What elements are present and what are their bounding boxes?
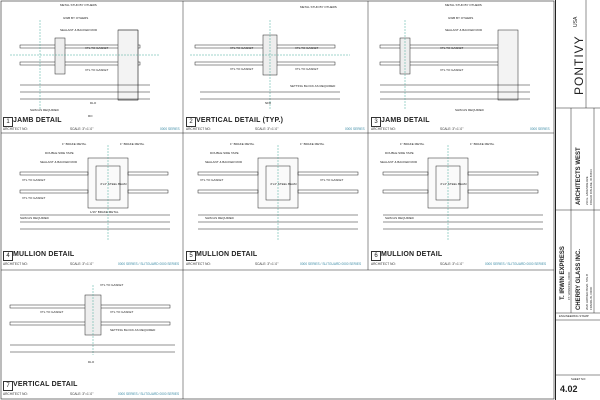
note-brake2-4: 1/16" BRAKE METAL (90, 210, 119, 214)
project-name: T. IRWIN EXPRESS (560, 246, 566, 300)
note-beam-5: 4"x4" STEEL BEAM (270, 182, 297, 186)
note-gwb-1: GWB BY OTHERS (63, 16, 89, 20)
detail-scale-3: SCALE: 3"=1'-0" (440, 127, 464, 131)
note-shim-6: SHIM AS REQUIRED (385, 216, 414, 220)
note-beam-4: 4"x4" STEEL BEAM (100, 182, 127, 186)
detail-number-3: 3 (371, 117, 381, 127)
brand-logo: PONTIVY (572, 35, 586, 95)
note-vtl-2a: VTL TO GASKET (230, 46, 254, 50)
detail-arch-4: ARCHITECT NO: (3, 262, 28, 266)
detail-scale-4: SCALE: 3"=1'-0" (70, 262, 94, 266)
detail-scale-5: SCALE: 3"=1'-0" (255, 262, 279, 266)
note-brake-4b: 1" BRAKE METAL (120, 142, 145, 146)
note-brake-6a: 1" BRAKE METAL (400, 142, 425, 146)
engineering-stamp-label: ENGINEERING STAMP (559, 314, 589, 318)
detail-title-2: VERTICAL DETAIL (TYP.) (196, 117, 284, 124)
note-brake-4a: 1" BRAKE METAL (62, 142, 87, 146)
detail-series-5: 0000 SERIES / SLITGUARD 0000 SERIES (300, 262, 362, 266)
detail-scale-6: SCALE: 3"=1'-0" (440, 262, 464, 266)
note-dlo-1: DLO (90, 101, 97, 105)
note-metal-stud-3: METAL STUD BY OTHERS (445, 3, 482, 7)
note-metal-stud-2: METAL STUD BY OTHERS (300, 5, 337, 9)
note-nfd-2: NFD (265, 101, 272, 105)
note-vtl-7c: VTL TO GASKET (110, 310, 134, 314)
note-vtl-7b: VTL TO GASKET (40, 310, 64, 314)
client-city: FRANKLIN, 00000 (589, 286, 593, 310)
detail-scale-2: SCALE: 3"=1'-0" (255, 127, 279, 131)
sheet-label: SHEET NO: (571, 377, 587, 381)
firm-name: ARCHITECTS WEST (576, 147, 582, 205)
detail-arch-2: ARCHITECT NO: (186, 127, 211, 131)
note-dst-6: DOUBLE SIDE TAPE (385, 151, 414, 155)
note-vtl-2c: VTL TO GASKET (230, 67, 254, 71)
detail-series-1: 0000 SERIES (160, 127, 180, 131)
note-beam-6: 4"x4" STEEL BEAM (440, 182, 467, 186)
note-vtl-3a: VTL TO GASKET (440, 46, 464, 50)
project-city: FT. WINNIPEG, 00000 (567, 271, 571, 300)
detail-title-3: JAMB DETAIL (381, 117, 430, 124)
note-dlo-7: DLO (88, 360, 95, 364)
detail-series-2: 0000 SERIES (345, 127, 365, 131)
detail-arch-3: ARCHITECT NO: (371, 127, 396, 131)
note-dst-5: DOUBLE SIDE TAPE (210, 151, 239, 155)
detail-number-4: 4 (3, 251, 13, 261)
detail-arch-6: ARCHITECT NO: (371, 262, 396, 266)
sheet-number: 4.02 (560, 384, 578, 394)
detail-number-7: 7 (3, 381, 13, 391)
note-sealant-1: SEALANT & BACKER ROD (60, 28, 98, 32)
detail-number-1: 1 (3, 117, 13, 127)
detail-scale-7: SCALE: 3"=1'-0" (70, 392, 94, 396)
brand-sub: USA (573, 16, 579, 27)
note-vtl-2d: VTL TO GASKET (295, 67, 319, 71)
client-name: CHERRY GLASS INC. (576, 248, 582, 310)
detail-number-6: 6 (371, 251, 381, 261)
detail-arch-1: ARCHITECT NO: (3, 127, 28, 131)
firm-city: COEUR D'ALENE, ID 83814 (589, 169, 593, 205)
note-vtl-4a: VTL TO GASKET (22, 178, 46, 182)
detail-arch-7: ARCHITECT NO: (3, 392, 28, 396)
detail-title-4: MULLION DETAIL (13, 251, 75, 258)
note-vtl-1a: VTL TO GASKET (85, 46, 109, 50)
note-shim-4: SHIM AS REQUIRED (20, 216, 49, 220)
note-vtl-3b: VTL TO GASKET (440, 68, 464, 72)
note-sealant-4: SEALANT & BACKER ROD (40, 160, 78, 164)
detail-title-7: VERTICAL DETAIL (13, 381, 78, 388)
note-gwb-3: GWB BY OTHERS (448, 16, 474, 20)
detail-number-2: 2 (186, 117, 196, 127)
note-setting-block-7: SETTING BLOCK AS REQUIRED (110, 328, 156, 332)
note-shim-1: SHIM AS REQUIRED (30, 108, 59, 112)
note-vtl-5b: VTL TO GASKET (320, 178, 344, 182)
detail-series-3: 0000 SERIES (530, 127, 550, 131)
title-block-grid (556, 0, 600, 376)
note-vtl-7a: VTL TO GASKET (100, 283, 124, 287)
note-brake-5a: 1" BRAKE METAL (230, 142, 255, 146)
note-setting-block-2: SETTING BLOCK AS REQUIRED (290, 84, 336, 88)
note-vtl-1b: VTL TO GASKET (85, 68, 109, 72)
detail-scale-1: SCALE: 3"=1'-0" (70, 127, 94, 131)
detail-series-6: 0000 SERIES / SLITGUARD 0000 SERIES (485, 262, 547, 266)
note-shim-3: SHIM AS REQUIRED (455, 108, 484, 112)
note-vtl-4b: VTL TO GASKET (22, 196, 46, 200)
note-brake-6b: 1" BRAKE METAL (470, 142, 495, 146)
note-sealant-6: SEALANT & BACKER ROD (380, 160, 418, 164)
note-vtl-2b: VTL TO GASKET (295, 46, 319, 50)
note-vtl-5a: VTL TO GASKET (200, 178, 224, 182)
note-sealant-5: SEALANT & BACKER ROD (205, 160, 243, 164)
note-brake-5b: 1" BRAKE METAL (300, 142, 325, 146)
note-shim-5: SHIM AS REQUIRED (205, 216, 234, 220)
detail-title-5: MULLION DETAIL (196, 251, 258, 258)
detail-series-7: 0000 SERIES / SLITGUARD 0000 SERIES (118, 392, 180, 396)
note-sealant-3: SEALANT & BACKER ROD (445, 28, 483, 32)
title-block: PONTIVY USA ARCHITECTS WEST 210 E. LAKES… (555, 0, 600, 400)
detail-number-5: 5 (186, 251, 196, 261)
note-ro-1: RO (88, 114, 93, 118)
note-metal-stud-1: METAL STUD BY OTHERS (60, 3, 97, 7)
detail-title-1: JAMB DETAIL (13, 117, 62, 124)
note-dst-4: DOUBLE SIDE TAPE (45, 151, 74, 155)
detail-arch-5: ARCHITECT NO: (186, 262, 211, 266)
detail-title-6: MULLION DETAIL (381, 251, 443, 258)
detail-series-4: 0000 SERIES / SLITGUARD 0000 SERIES (118, 262, 180, 266)
